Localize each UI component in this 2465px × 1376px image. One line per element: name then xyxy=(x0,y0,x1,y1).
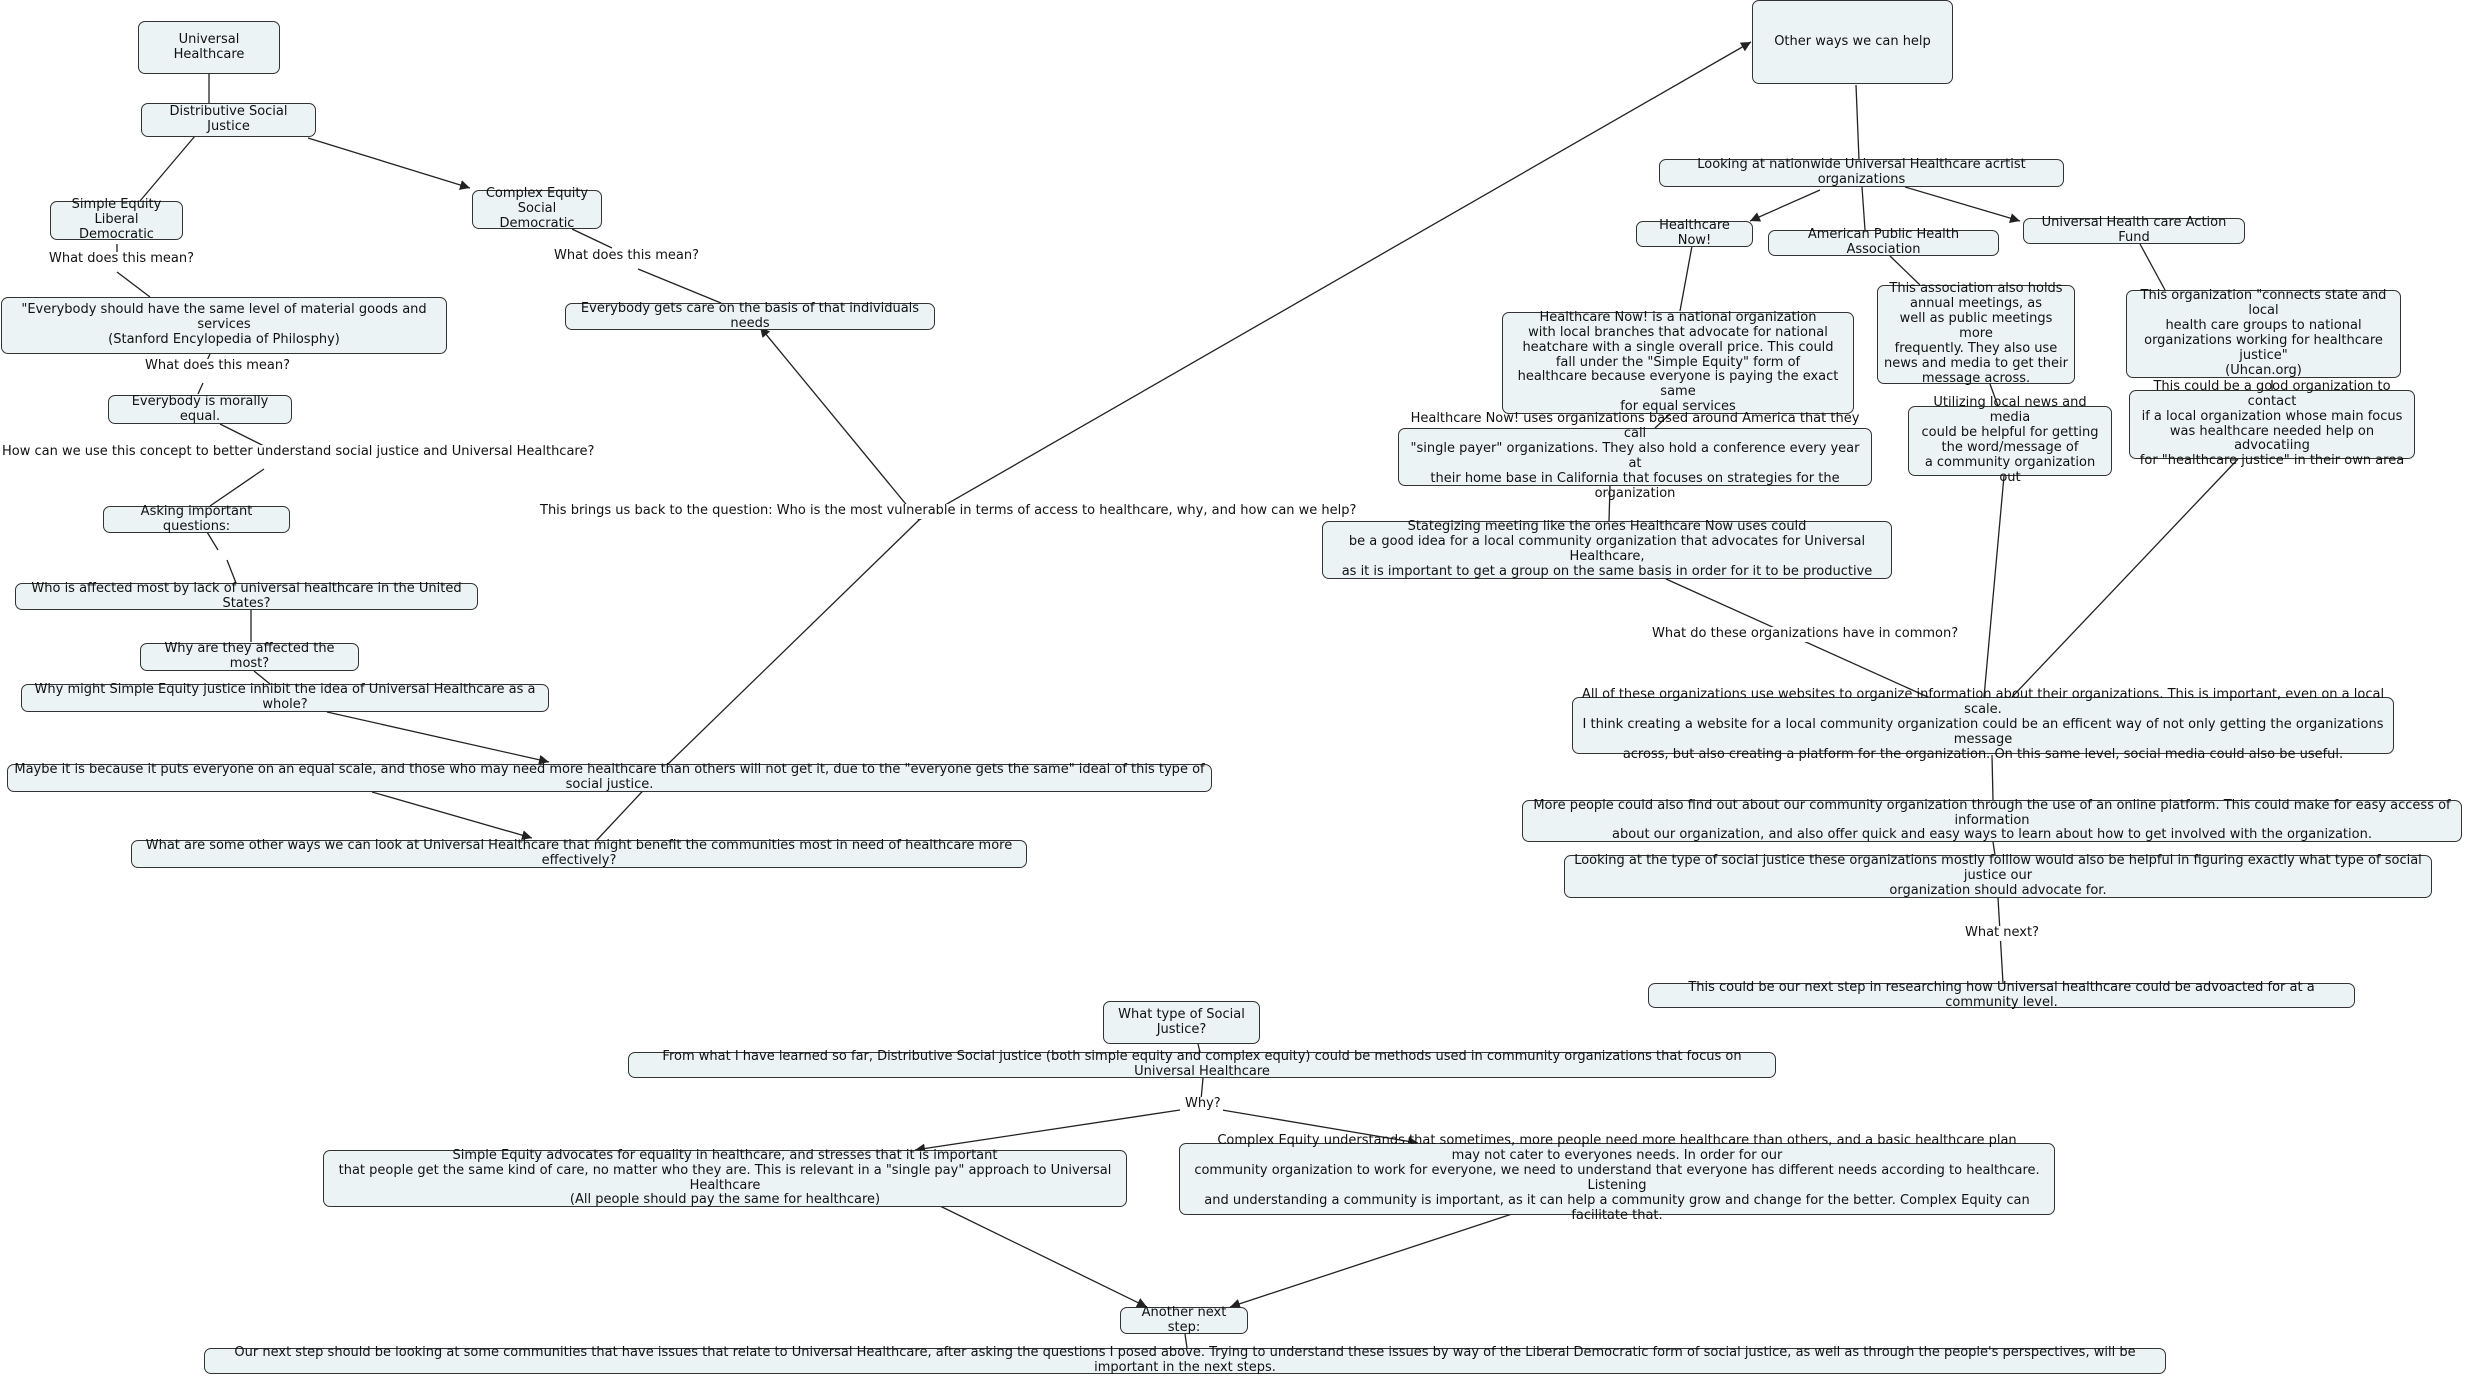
node-hcn-national[interactable]: Healthcare Now! is a national organizati… xyxy=(1502,310,1854,414)
link-line xyxy=(139,135,196,202)
link-label-what-mean-2: What does this mean? xyxy=(552,248,702,264)
link-line xyxy=(371,791,533,841)
node-why-inhibit[interactable]: Why might Simple Equity justice inhibit … xyxy=(21,682,549,712)
link-label-what-mean-1: What does this mean? xyxy=(47,251,197,267)
node-local-news[interactable]: Utilizing local news and media could be … xyxy=(1908,395,2112,485)
node-asking-questions[interactable]: Asking important questions: xyxy=(103,504,290,533)
node-complex-understands[interactable]: Complex Equity understands that sometime… xyxy=(1179,1133,2055,1223)
node-simple-equity[interactable]: Simple Equity Liberal Democratic xyxy=(50,197,183,242)
node-more-people[interactable]: More people could also find out about ou… xyxy=(1522,798,2462,842)
link-line xyxy=(307,137,471,190)
node-complex-equity[interactable]: Complex Equity Social Democratic xyxy=(472,186,602,231)
node-apha[interactable]: American Public Health Association xyxy=(1768,227,1999,257)
node-maybe-because[interactable]: Maybe it is because it puts everyone on … xyxy=(7,762,1212,792)
node-uhcan-connects[interactable]: This organization "connects state and lo… xyxy=(2126,288,2401,378)
node-who-affected[interactable]: Who is affected most by lack of universa… xyxy=(15,581,478,610)
link-line xyxy=(226,559,237,584)
node-websites[interactable]: All of these organizations use websites … xyxy=(1572,687,2394,762)
node-same-material-goods[interactable]: "Everybody should have the same level of… xyxy=(1,297,447,354)
node-from-what[interactable]: From what I have learned so far, Distrib… xyxy=(628,1049,1776,1079)
node-what-type[interactable]: What type of Social Justice? xyxy=(1103,1001,1260,1044)
node-hcn-single-payer[interactable]: Healthcare Now! uses organizations based… xyxy=(1398,411,1872,501)
link-line xyxy=(1229,1213,1513,1309)
link-label-what-mean-3: What does this mean? xyxy=(143,358,293,374)
node-healthcare-now[interactable]: Healthcare Now! xyxy=(1636,218,1753,248)
link-label-how-use: How can we use this concept to better un… xyxy=(0,444,597,460)
link-label-what-next: What next? xyxy=(1963,925,2041,941)
node-morally-equal[interactable]: Everybody is morally equal. xyxy=(108,394,292,424)
node-everybody-gets-care[interactable]: Everybody gets care on the basis of that… xyxy=(565,301,935,330)
link-line xyxy=(326,711,550,765)
node-our-next-step[interactable]: Our next step should be looking at some … xyxy=(204,1345,2166,1375)
node-uhcan-good-idea[interactable]: This could be a good organization to con… xyxy=(2129,379,2415,468)
link-line xyxy=(206,531,219,551)
link-line xyxy=(116,271,151,298)
link-line xyxy=(1861,186,1866,231)
link-line xyxy=(1749,189,1821,222)
link-line xyxy=(2139,243,2166,291)
link-line xyxy=(1983,475,2005,698)
link-line xyxy=(914,1109,1181,1154)
node-looking-nationwide[interactable]: Looking at nationwide Universal Healthca… xyxy=(1659,157,2064,187)
link-label-what-common: What do these organizations have in comm… xyxy=(1650,626,1961,642)
node-another-next-step[interactable]: Another next step: xyxy=(1120,1305,1248,1334)
link-line xyxy=(197,382,204,395)
node-why-affected[interactable]: Why are they affected the most? xyxy=(140,641,359,671)
node-other-ways-help[interactable]: Other ways we can help xyxy=(1752,0,1953,84)
node-apha-meetings[interactable]: This association also holds annual meeti… xyxy=(1877,281,2075,386)
node-strategizing[interactable]: Stategizing meeting like the ones Health… xyxy=(1322,519,1892,579)
link-line xyxy=(939,1205,1148,1308)
node-other-ways-look[interactable]: What are some other ways we can look at … xyxy=(131,838,1027,868)
link-line xyxy=(1855,84,1860,161)
node-looking-type[interactable]: Looking at the type of social justice th… xyxy=(1564,853,2432,898)
node-uhcan[interactable]: Universal Health care Action Fund xyxy=(2023,215,2245,245)
node-universal-healthcare[interactable]: Universal Healthcare xyxy=(138,21,280,74)
link-line xyxy=(1679,245,1693,312)
node-next-step-research[interactable]: This could be our next step in researchi… xyxy=(1648,980,2355,1009)
link-line xyxy=(209,468,265,507)
link-label-brings-back: This brings us back to the question: Who… xyxy=(538,503,1359,519)
link-line xyxy=(2011,458,2239,698)
link-line xyxy=(759,326,920,521)
link-line xyxy=(637,268,722,304)
node-distributive-social-justice[interactable]: Distributive Social Justice xyxy=(141,103,316,137)
node-simple-advocates[interactable]: Simple Equity advocates for equality in … xyxy=(323,1148,1127,1207)
link-label-why: Why? xyxy=(1183,1096,1223,1112)
link-line xyxy=(1904,186,2021,223)
link-line xyxy=(667,519,920,765)
